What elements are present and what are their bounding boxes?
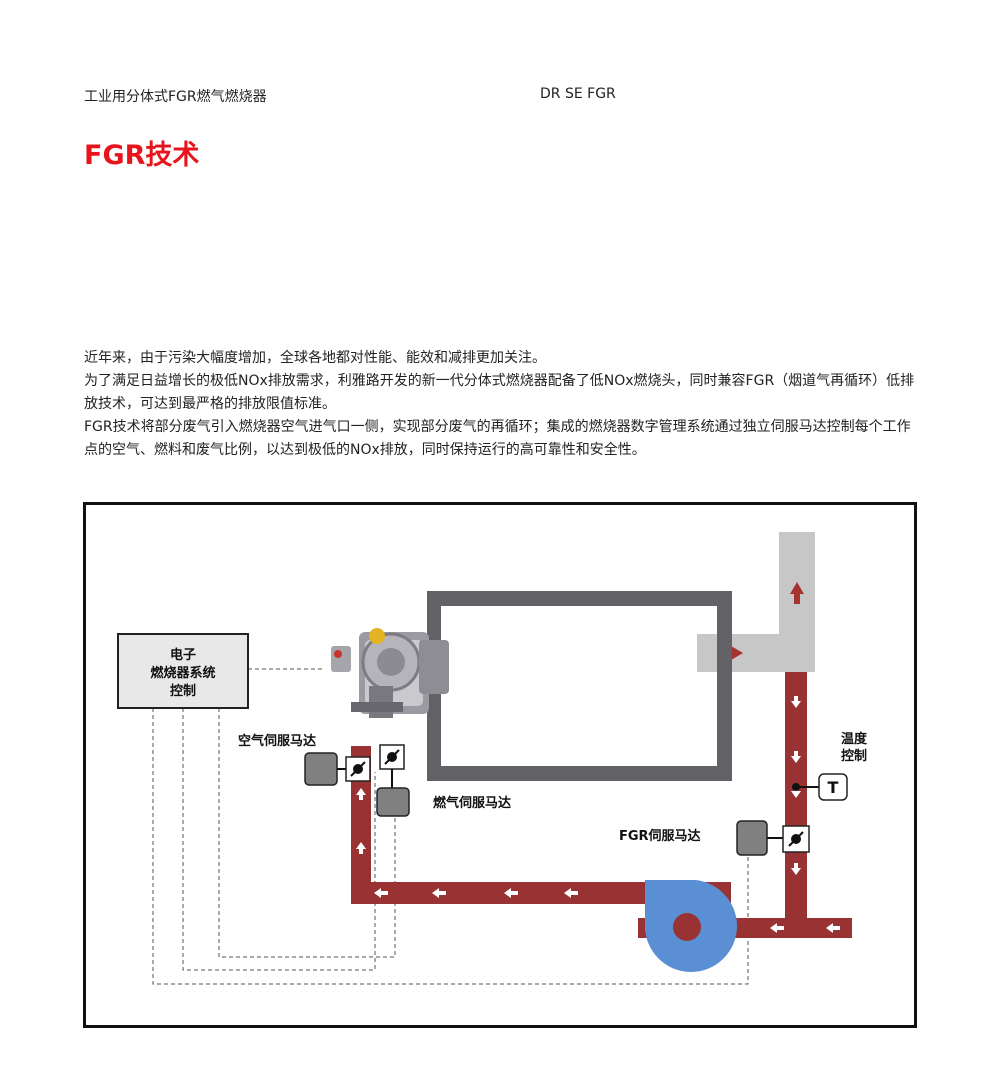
fgr-servo-label: FGR伺服马达 xyxy=(619,828,701,844)
intro-text: 近年来，由于污染大幅度增加，全球各地都对性能、能效和减排更加关注。 为了满足日益… xyxy=(84,347,924,462)
fgr-system-diagram: 电子 燃烧器系统 控制 空气伺服马达 燃气伺服马达 xyxy=(83,502,917,1028)
intro-paragraph: FGR技术将部分废气引入燃烧器空气进气口一侧，实现部分废气的再循环；集成的燃烧器… xyxy=(84,419,911,458)
air-servo-label: 空气伺服马达 xyxy=(238,733,316,749)
page-title: FGR技术 xyxy=(84,140,200,171)
temp-sensor-symbol: T xyxy=(828,778,839,797)
gas-servo-label: 燃气伺服马达 xyxy=(433,795,511,811)
burner xyxy=(331,628,449,718)
diagram-frame xyxy=(83,502,917,1028)
exhaust-arrow-up-icon xyxy=(790,582,804,604)
intro-paragraph: 为了满足日益增长的极低NOx排放需求，利雅路开发的新一代分体式燃烧器配备了低NO… xyxy=(84,373,915,412)
gas-servo-motor xyxy=(376,744,410,817)
air-servo-motor xyxy=(304,752,371,786)
product-category: 工业用分体式FGR燃气燃烧器 xyxy=(84,89,267,105)
temp-control-label-line2: 控制 xyxy=(841,748,867,764)
fgr-fan xyxy=(645,880,737,972)
control-box-line3: 控制 xyxy=(170,683,196,699)
temperature-sensor: T xyxy=(792,773,848,801)
model-name: DR SE FGR xyxy=(540,86,616,102)
control-box-line2: 燃烧器系统 xyxy=(150,665,215,681)
control-box-line1: 电子 xyxy=(170,647,196,663)
temp-control-label-line1: 温度 xyxy=(841,731,868,747)
control-box: 电子 燃烧器系统 控制 xyxy=(117,633,249,709)
intro-paragraph: 近年来，由于污染大幅度增加，全球各地都对性能、能效和减排更加关注。 xyxy=(84,350,546,366)
fgr-servo-motor xyxy=(736,820,810,856)
